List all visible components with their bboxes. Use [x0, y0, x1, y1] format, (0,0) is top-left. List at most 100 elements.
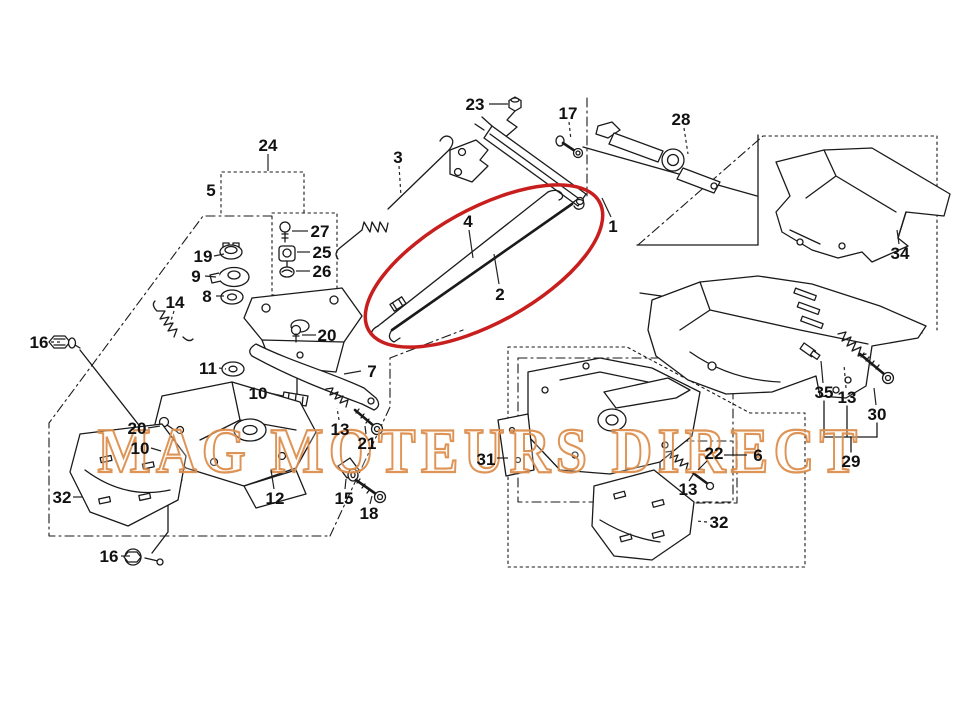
- part-27-bolt: [279, 221, 291, 243]
- part-label-1: 1: [608, 217, 617, 236]
- part-label-26: 26: [313, 262, 332, 281]
- part-label-10: 10: [131, 439, 150, 458]
- leader-1: [601, 197, 612, 218]
- leader-13: [688, 472, 695, 482]
- part-label-3: 3: [393, 148, 402, 167]
- leader-17: [568, 121, 572, 141]
- leader-2: [493, 253, 500, 285]
- part-8-washer: [220, 289, 244, 305]
- leader-13: [843, 364, 847, 389]
- leader-9: [204, 275, 217, 278]
- part-label-32: 32: [53, 488, 72, 507]
- part-16-bolt-lower: [123, 548, 164, 566]
- part-label-32: 32: [710, 513, 729, 532]
- leader-18: [369, 495, 373, 505]
- part-label-29: 29: [842, 452, 861, 471]
- part-17-bolt: [555, 135, 584, 159]
- leader-21: [364, 425, 367, 435]
- part-35-pin: [799, 342, 821, 361]
- part-label-4: 4: [463, 212, 473, 231]
- part-label-22: 22: [705, 444, 724, 463]
- part-25-joint: [278, 245, 296, 268]
- leader-22: [697, 460, 708, 471]
- leader-30: [873, 387, 877, 406]
- part-label-13: 13: [838, 388, 857, 407]
- part-2-throttle-rod: [388, 198, 585, 343]
- part-label-11: 11: [199, 359, 217, 378]
- leader-14: [169, 310, 175, 325]
- part-label-20: 20: [318, 326, 337, 345]
- part-label-18: 18: [360, 504, 379, 523]
- part-1-throttle-lever: [449, 116, 587, 207]
- part-label-2: 2: [495, 285, 504, 304]
- leader-13: [336, 407, 340, 421]
- part-21-bolt: [353, 408, 384, 436]
- part-label-27: 27: [311, 222, 330, 241]
- part-23-nut: [502, 96, 522, 140]
- part-label-24: 24: [259, 136, 278, 155]
- part-label-10: 10: [249, 384, 268, 403]
- part-label-23: 23: [466, 95, 485, 114]
- part-13-spring-right: [837, 331, 867, 357]
- leader-10: [150, 447, 162, 452]
- leader-32: [695, 520, 708, 523]
- part-13-spring-center: [325, 387, 349, 408]
- part-label-20: 20: [128, 419, 147, 438]
- part-28-governor-lever: [595, 121, 721, 194]
- part-3-return-spring: [335, 135, 454, 260]
- part-label-7: 7: [367, 362, 376, 381]
- part-9-cup: [209, 266, 250, 288]
- part-18-bolt: [354, 478, 387, 504]
- leader-11: [218, 367, 227, 370]
- part-label-16: 16: [100, 547, 119, 566]
- leader-28: [683, 127, 689, 155]
- part-label-13: 13: [331, 420, 350, 439]
- part-14-spring: [152, 300, 194, 342]
- part-label-17: 17: [559, 104, 578, 123]
- part-22-spring-pin: [665, 450, 715, 491]
- part-34-cover: [775, 147, 951, 263]
- part-label-16: 16: [30, 333, 49, 352]
- leader-15: [344, 478, 347, 490]
- part-7-arm: [249, 343, 380, 411]
- leader-20: [147, 425, 161, 429]
- part-label-14: 14: [166, 293, 185, 312]
- part-label-15: 15: [335, 489, 354, 508]
- watermark: MAG MOTEURS DIRECT: [98, 415, 863, 486]
- leader-35: [820, 360, 824, 384]
- leader-4: [468, 229, 474, 259]
- part-26-clip: [279, 266, 295, 278]
- part-label-30: 30: [868, 405, 887, 424]
- part-label-12: 12: [266, 489, 285, 508]
- part-11-washer: [221, 361, 245, 377]
- part-label-28: 28: [672, 110, 691, 129]
- leader-7: [343, 370, 362, 375]
- bracket-24-5: [220, 171, 305, 214]
- part-19-cap: [219, 242, 243, 260]
- part-15-spacer: [337, 457, 360, 482]
- part-31-bracket-assembly: [497, 357, 701, 477]
- part-label-31: 31: [477, 450, 496, 469]
- part-29-cover-assembly: [647, 275, 927, 399]
- part-label-19: 19: [194, 247, 213, 266]
- part-label-9: 9: [191, 267, 200, 286]
- part-30-bolt: [858, 352, 895, 385]
- part-label-35: 35: [815, 383, 834, 402]
- part-label-34: 34: [891, 244, 910, 263]
- bracket-29: [823, 400, 878, 453]
- part-32-plate-right: [591, 469, 695, 561]
- leader-19: [213, 253, 225, 257]
- leader-12: [270, 469, 275, 490]
- part-label-13: 13: [679, 480, 698, 499]
- part-label-5: 5: [206, 181, 215, 200]
- part-label-25: 25: [313, 243, 332, 262]
- part-label-8: 8: [202, 287, 211, 306]
- leader-10: [268, 392, 284, 397]
- leader-3: [398, 165, 402, 197]
- part-label-21: 21: [358, 434, 377, 453]
- part-label-6: 6: [753, 446, 762, 465]
- part-20-bolt-upper: [290, 324, 302, 343]
